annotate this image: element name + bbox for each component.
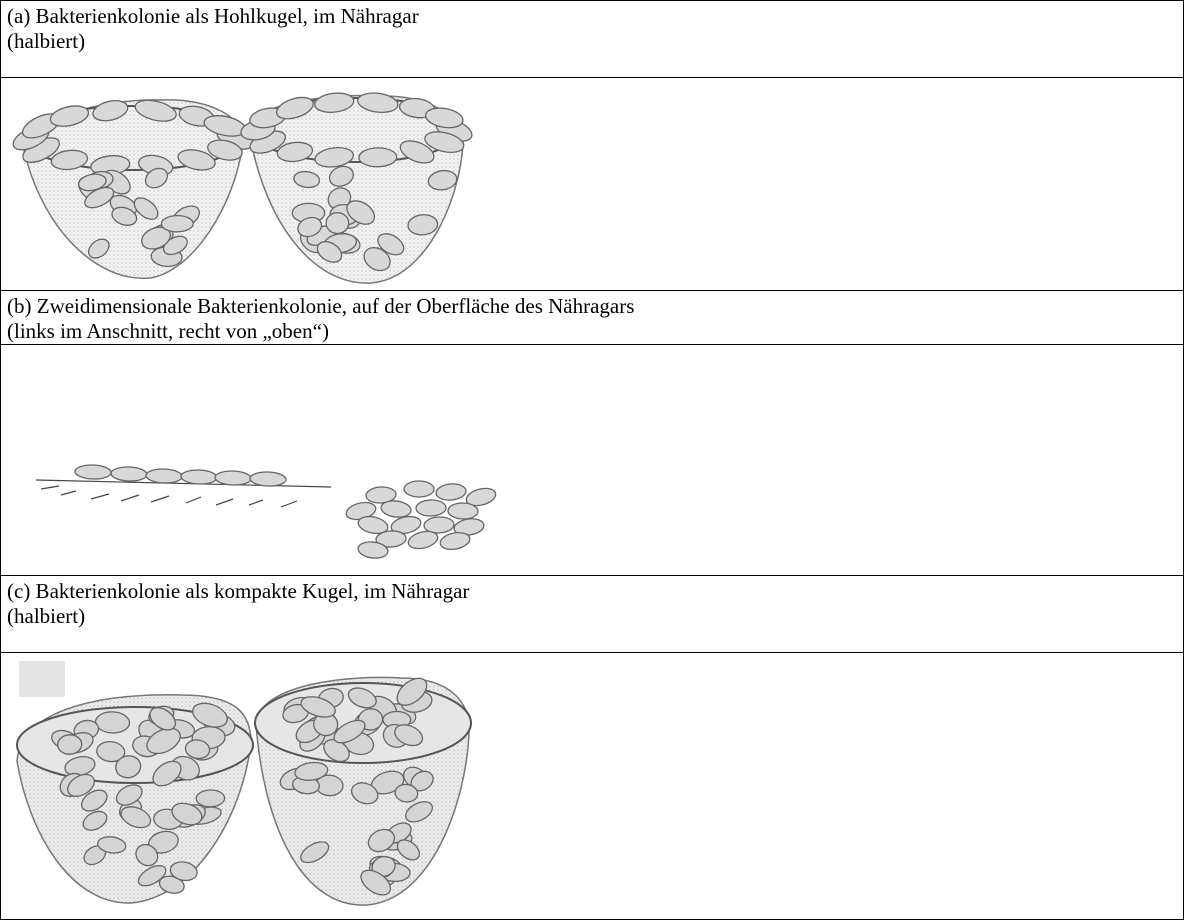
caption-b: (b) Zweidimensionale Bakterienkolonie, a… xyxy=(1,291,1183,345)
bacterium-cell xyxy=(196,790,225,807)
bacterium-cell xyxy=(250,471,286,486)
flat-colony-sketch xyxy=(1,345,1183,576)
bacterium-cell xyxy=(181,469,217,484)
bacterium-cell xyxy=(75,464,111,479)
caption-a-line1: (a) Bakterienkolonie als Hohlkugel, im N… xyxy=(7,4,1183,29)
bacterium-cell xyxy=(95,711,130,733)
figure-a xyxy=(1,78,1183,291)
caption-a: (a) Bakterienkolonie als Hohlkugel, im N… xyxy=(1,1,1183,78)
agar-surface-section xyxy=(36,480,331,507)
caption-a-line2: (halbiert) xyxy=(7,29,1183,54)
figure-b xyxy=(1,345,1183,576)
caption-c: (c) Bakterienkolonie als kompakte Kugel,… xyxy=(1,576,1183,653)
caption-c-line2: (halbiert) xyxy=(7,604,1183,629)
figure-c xyxy=(1,653,1183,919)
bacterium-cell xyxy=(416,500,446,517)
bacterium-cell xyxy=(448,503,478,520)
bacterium-cell xyxy=(326,212,349,233)
bacterium-cell xyxy=(215,470,251,485)
bacterium-cell xyxy=(161,215,193,231)
compact-sphere-sketch xyxy=(1,653,1183,919)
bacterium-cell xyxy=(111,466,147,481)
bacterium-cell xyxy=(146,468,182,483)
bacterium-cell xyxy=(404,481,434,497)
caption-b-line2: (links im Anschnitt, recht von „oben“) xyxy=(7,319,1183,344)
hollow-sphere-sketch xyxy=(1,78,1183,291)
caption-b-line1: (b) Zweidimensionale Bakterienkolonie, a… xyxy=(7,294,1183,319)
bowl-right xyxy=(249,95,463,283)
bacterium-cell xyxy=(435,483,466,502)
caption-c-line1: (c) Bakterienkolonie als kompakte Kugel,… xyxy=(7,579,1183,604)
bacterium-cell xyxy=(359,148,397,167)
bacterium-cell xyxy=(380,499,412,519)
scan-smudge xyxy=(19,661,65,697)
bacterium-cell xyxy=(57,734,82,755)
